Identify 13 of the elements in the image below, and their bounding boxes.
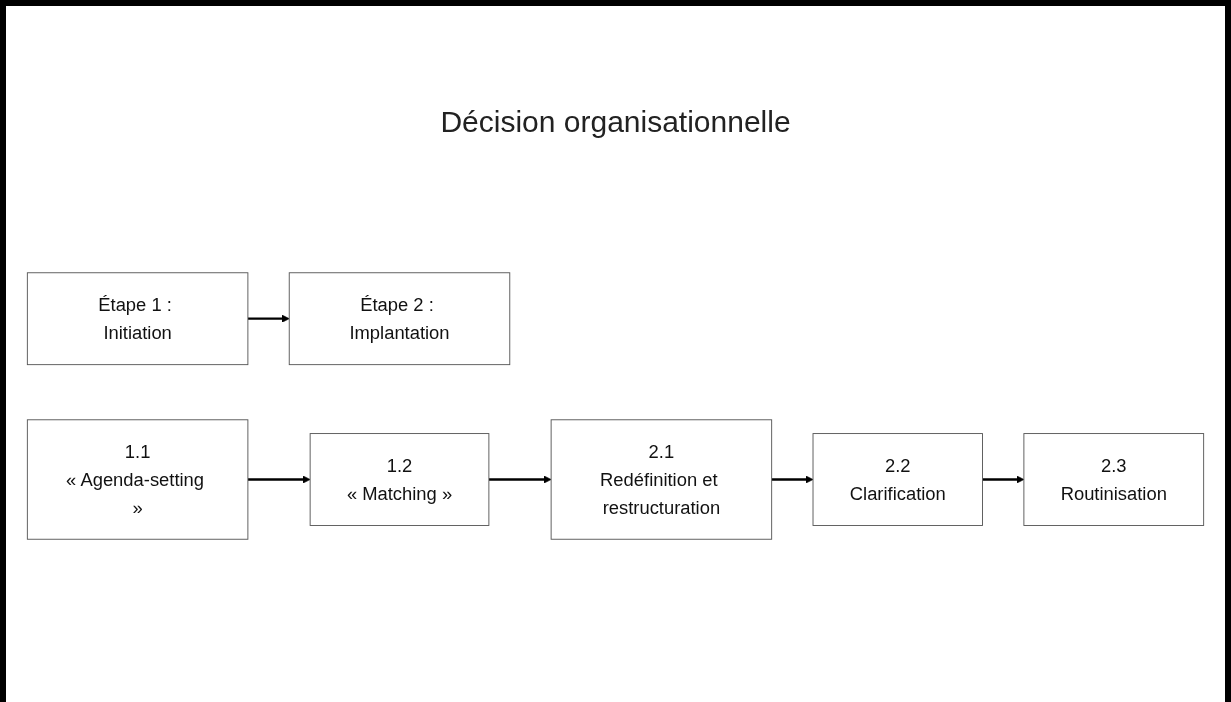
arrow <box>247 314 290 323</box>
node-box: 2.1 Redéfinition et restructuration <box>550 419 773 540</box>
node-box: Étape 2 : Implantation <box>288 272 511 366</box>
node-box: Étape 1 : Initiation <box>26 272 249 366</box>
node-box: 1.2 « Matching » <box>309 433 490 526</box>
node-box: 2.2 Clarification <box>812 433 983 526</box>
node-box: 2.3 Routinisation <box>1023 433 1205 526</box>
arrow <box>771 475 814 484</box>
arrow <box>982 475 1025 484</box>
divider-label: Décision organisationnelle <box>440 105 791 139</box>
node-box: 1.1 « Agenda-setting » <box>26 419 249 540</box>
arrow <box>247 475 311 484</box>
arrow <box>488 475 552 484</box>
